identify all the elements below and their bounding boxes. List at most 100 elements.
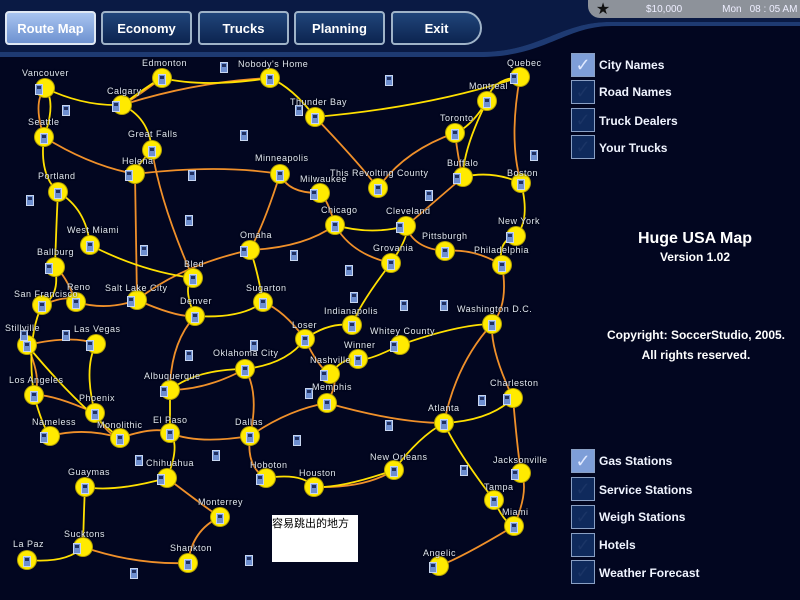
- gas-station-icon[interactable]: [240, 130, 248, 141]
- gas-station-icon[interactable]: [311, 113, 319, 124]
- gas-station-icon[interactable]: [246, 432, 254, 443]
- gas-station-icon[interactable]: [354, 355, 362, 366]
- gas-station-icon[interactable]: [166, 429, 174, 440]
- weather-forecast-checkbox[interactable]: ✓: [571, 560, 595, 584]
- gas-station-icon[interactable]: [140, 245, 148, 256]
- gas-station-icon[interactable]: [26, 195, 34, 206]
- gas-station-icon[interactable]: [130, 568, 138, 579]
- gas-station-icon[interactable]: [323, 399, 331, 410]
- hotels-checkbox[interactable]: ✓: [571, 533, 595, 557]
- gas-station-icon[interactable]: [453, 173, 461, 184]
- gas-station-icon[interactable]: [498, 261, 506, 272]
- route-map-button[interactable]: Route Map: [5, 11, 96, 45]
- gas-station-icon[interactable]: [483, 97, 491, 108]
- gas-station-icon[interactable]: [54, 188, 62, 199]
- gas-station-icon[interactable]: [30, 391, 38, 402]
- gas-station-icon[interactable]: [116, 434, 124, 445]
- gas-station-icon[interactable]: [310, 189, 318, 200]
- gas-station-icon[interactable]: [390, 466, 398, 477]
- gas-station-icon[interactable]: [189, 274, 197, 285]
- exit-button[interactable]: Exit: [391, 11, 482, 45]
- gas-station-icon[interactable]: [429, 562, 437, 573]
- gas-station-icon[interactable]: [245, 555, 253, 566]
- gas-station-icon[interactable]: [35, 84, 43, 95]
- gas-station-icon[interactable]: [385, 75, 393, 86]
- planning-button[interactable]: Planning: [294, 11, 385, 45]
- gas-station-icon[interactable]: [345, 265, 353, 276]
- gas-station-icon[interactable]: [517, 179, 525, 190]
- gas-station-icon[interactable]: [127, 296, 135, 307]
- gas-station-icon[interactable]: [241, 365, 249, 376]
- gas-station-icon[interactable]: [256, 474, 264, 485]
- gas-station-icon[interactable]: [158, 74, 166, 85]
- gas-station-icon[interactable]: [390, 341, 398, 352]
- service-stations-checkbox[interactable]: ✓: [571, 477, 595, 501]
- gas-station-icon[interactable]: [240, 246, 248, 257]
- gas-station-icon[interactable]: [530, 150, 538, 161]
- gas-station-icon[interactable]: [72, 298, 80, 309]
- gas-station-icon[interactable]: [184, 559, 192, 570]
- gas-station-icon[interactable]: [511, 469, 519, 480]
- gas-station-icon[interactable]: [478, 395, 486, 406]
- gas-station-icon[interactable]: [185, 350, 193, 361]
- gas-station-icon[interactable]: [385, 420, 393, 431]
- gas-station-icon[interactable]: [135, 455, 143, 466]
- gas-stations-checkbox[interactable]: ✓: [571, 449, 595, 473]
- gas-station-icon[interactable]: [148, 146, 156, 157]
- gas-station-icon[interactable]: [86, 340, 94, 351]
- gas-station-icon[interactable]: [185, 215, 193, 226]
- gas-station-icon[interactable]: [216, 513, 224, 524]
- gas-station-icon[interactable]: [23, 341, 31, 352]
- gas-station-icon[interactable]: [440, 300, 448, 311]
- gas-station-icon[interactable]: [488, 320, 496, 331]
- gas-station-icon[interactable]: [276, 170, 284, 181]
- gas-station-icon[interactable]: [440, 419, 448, 430]
- gas-station-icon[interactable]: [250, 340, 258, 351]
- gas-station-icon[interactable]: [293, 435, 301, 446]
- gas-station-icon[interactable]: [510, 73, 518, 84]
- gas-station-icon[interactable]: [374, 184, 382, 195]
- gas-station-icon[interactable]: [451, 129, 459, 140]
- gas-station-icon[interactable]: [510, 522, 518, 533]
- gas-station-icon[interactable]: [290, 250, 298, 261]
- gas-station-icon[interactable]: [45, 263, 53, 274]
- gas-station-icon[interactable]: [266, 74, 274, 85]
- gas-station-icon[interactable]: [396, 222, 404, 233]
- gas-station-icon[interactable]: [441, 247, 449, 258]
- gas-station-icon[interactable]: [259, 298, 267, 309]
- gas-station-icon[interactable]: [62, 105, 70, 116]
- gas-station-icon[interactable]: [301, 335, 309, 346]
- gas-station-icon[interactable]: [295, 105, 303, 116]
- weigh-stations-checkbox[interactable]: ✓: [571, 505, 595, 529]
- gas-station-icon[interactable]: [425, 190, 433, 201]
- gas-station-icon[interactable]: [220, 62, 228, 73]
- gas-station-icon[interactable]: [506, 232, 514, 243]
- gas-station-icon[interactable]: [305, 388, 313, 399]
- gas-station-icon[interactable]: [125, 170, 133, 181]
- trucks-button[interactable]: Trucks: [198, 11, 289, 45]
- gas-station-icon[interactable]: [40, 432, 48, 443]
- gas-station-icon[interactable]: [348, 321, 356, 332]
- gas-station-icon[interactable]: [157, 474, 165, 485]
- gas-station-icon[interactable]: [212, 450, 220, 461]
- gas-station-icon[interactable]: [400, 300, 408, 311]
- gas-station-icon[interactable]: [350, 292, 358, 303]
- gas-station-icon[interactable]: [23, 556, 31, 567]
- gas-station-icon[interactable]: [320, 370, 328, 381]
- gas-station-icon[interactable]: [191, 312, 199, 323]
- gas-station-icon[interactable]: [20, 330, 28, 341]
- gas-station-icon[interactable]: [160, 386, 168, 397]
- gas-station-icon[interactable]: [503, 394, 511, 405]
- gas-station-icon[interactable]: [81, 483, 89, 494]
- gas-station-icon[interactable]: [91, 409, 99, 420]
- road-names-checkbox[interactable]: ✓: [571, 80, 595, 104]
- gas-station-icon[interactable]: [73, 543, 81, 554]
- gas-station-icon[interactable]: [62, 330, 70, 341]
- economy-button[interactable]: Economy: [101, 11, 192, 45]
- gas-station-icon[interactable]: [40, 133, 48, 144]
- gas-station-icon[interactable]: [490, 496, 498, 507]
- city-names-checkbox[interactable]: ✓: [571, 53, 595, 77]
- gas-station-icon[interactable]: [310, 483, 318, 494]
- gas-station-icon[interactable]: [331, 221, 339, 232]
